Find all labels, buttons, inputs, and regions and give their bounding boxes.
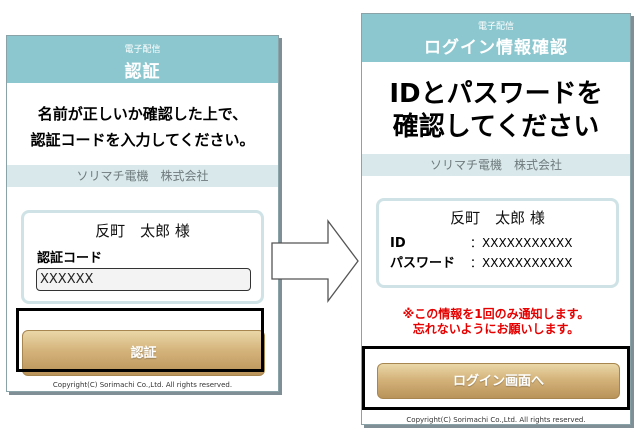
instruction-line-1: 名前が正しいか確認した上で、 xyxy=(37,105,248,123)
instruction-text: 名前が正しいか確認した上で、 認証コードを入力してください。 xyxy=(7,101,278,153)
login-button-highlight xyxy=(362,346,630,410)
code-label: 認証コード xyxy=(37,251,103,266)
right-arrow-icon xyxy=(271,219,359,303)
auth-code-input[interactable] xyxy=(36,268,251,291)
id-row: ID ：XXXXXXXXXXX xyxy=(390,233,616,253)
copyright: Copyright(C) Sorimachi Co.,Ltd. All righ… xyxy=(406,416,586,424)
header-title: ログイン情報確認 xyxy=(424,38,568,58)
confirm-line-1: IDとパスワードを xyxy=(389,79,603,109)
user-name: 反町 太郎 様 xyxy=(95,222,190,240)
confirm-line-2: 確認してください xyxy=(392,112,600,142)
notice-line-2: 忘れないようにお願いします。 xyxy=(412,322,580,336)
login-header: 電子配信 ログイン情報確認 xyxy=(362,14,630,62)
user-card: 反町 太郎 様 認証コード xyxy=(21,210,264,304)
auth-button[interactable]: 認証 xyxy=(22,330,265,376)
header-title: 認証 xyxy=(124,62,161,82)
header-subtitle: 電子配信 xyxy=(124,45,161,55)
auth-screen: 電子配信 認証 名前が正しいか確認した上で、 認証コードを入力してください。 ソ… xyxy=(6,35,279,392)
company-name: ソリマチ電機 株式会社 xyxy=(7,165,278,187)
auth-button-highlight xyxy=(16,308,264,372)
auth-header: 電子配信 認証 xyxy=(7,36,278,83)
password-label: パスワード xyxy=(390,256,456,271)
one-time-notice: ※この情報を1回のみ通知します。 忘れないようにお願いします。 xyxy=(362,307,630,337)
go-to-login-button[interactable]: ログイン画面へ xyxy=(377,363,620,399)
copyright: Copyright(C) Sorimachi Co.,Ltd. All righ… xyxy=(52,381,233,389)
confirm-text: IDとパスワードを 確認してください xyxy=(362,78,630,144)
company-name: ソリマチ電機 株式会社 xyxy=(362,154,630,176)
id-label: ID xyxy=(390,236,406,251)
credentials-card: 反町 太郎 様 ID ：XXXXXXXXXXX パスワード ：XXXXXXXXXXX xyxy=(376,198,619,288)
notice-line-1: ※この情報を1回のみ通知します。 xyxy=(402,307,590,321)
password-value: ：XXXXXXXXXXX xyxy=(470,256,573,270)
login-info-screen: 電子配信 ログイン情報確認 IDとパスワードを 確認してください ソリマチ電機 … xyxy=(361,13,631,425)
header-subtitle: 電子配信 xyxy=(477,22,514,32)
id-value: ：XXXXXXXXXXX xyxy=(470,236,573,250)
user-name: 反町 太郎 様 xyxy=(450,209,545,227)
password-row: パスワード ：XXXXXXXXXXX xyxy=(390,253,616,273)
instruction-line-2: 認証コードを入力してください。 xyxy=(30,131,255,149)
